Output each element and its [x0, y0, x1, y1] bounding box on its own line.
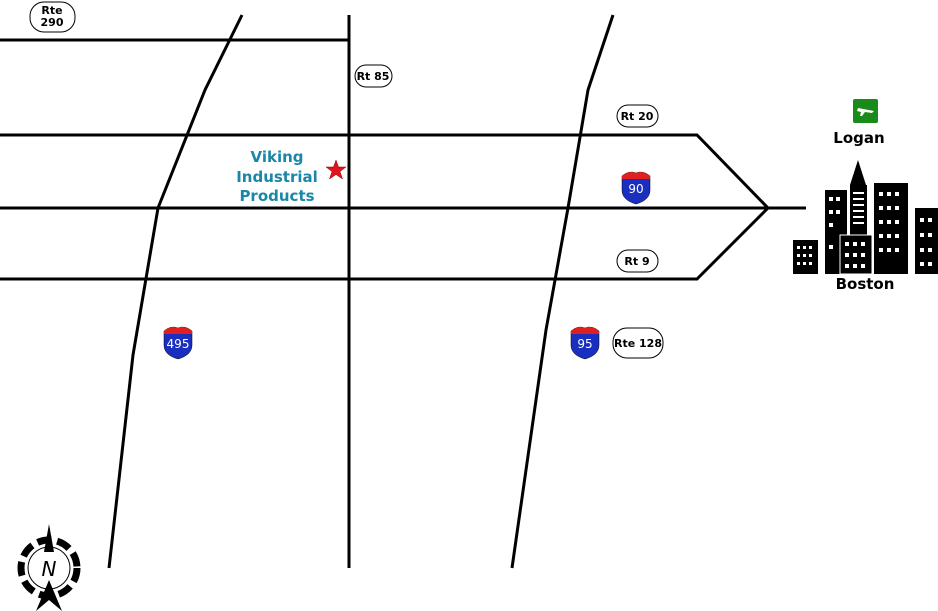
svg-text:Rt 20: Rt 20	[621, 110, 654, 123]
airport-icon	[853, 99, 878, 123]
svg-text:Rt 9: Rt 9	[624, 255, 649, 268]
road-rt-9	[0, 206, 770, 281]
north-compass-icon: N	[17, 524, 81, 611]
route-label-rt-9: Rt 9	[616, 249, 659, 273]
svg-text:Rt 85: Rt 85	[357, 70, 390, 83]
route-label-rte-128: Rte 128	[612, 327, 664, 359]
city-label: Boston	[836, 275, 895, 293]
svg-text:Viking: Viking	[250, 148, 303, 166]
road-i-495	[107, 14, 244, 569]
location-star-icon	[325, 159, 347, 180]
route-label-rt-85: Rt 85	[354, 64, 393, 88]
svg-text:Rte 128: Rte 128	[614, 337, 662, 350]
company-label: Viking Industrial Products	[236, 148, 318, 205]
svg-text:N: N	[42, 557, 57, 581]
svg-text:95: 95	[577, 337, 592, 351]
road-rt-20	[0, 133, 770, 210]
route-label-rt-20: Rt 20	[616, 104, 659, 128]
interstate-shield-495: 495	[163, 326, 193, 360]
svg-text:495: 495	[167, 337, 190, 351]
svg-text:Industrial: Industrial	[236, 168, 318, 186]
interstate-shield-95: 95	[570, 326, 600, 360]
road-i-95	[510, 14, 615, 569]
boston-skyline-icon	[793, 160, 938, 275]
interstate-shield-90: 90	[621, 171, 651, 205]
svg-text:90: 90	[628, 182, 643, 196]
svg-text:Products: Products	[239, 187, 314, 205]
airport-label: Logan	[833, 129, 884, 147]
